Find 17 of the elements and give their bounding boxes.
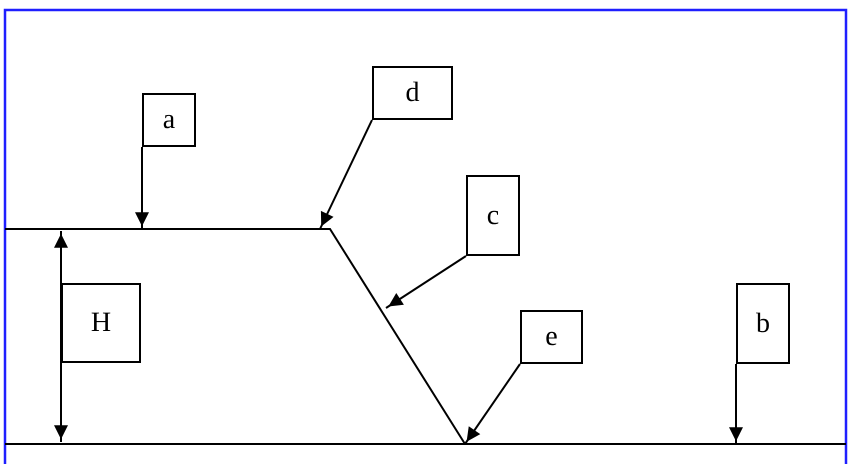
- leader-line: [464, 363, 521, 445]
- leader-line: [385, 255, 467, 309]
- label-box: [466, 175, 520, 256]
- callout-letter: d: [406, 79, 420, 107]
- leader-line: [319, 120, 373, 230]
- callout-letter: c: [486, 202, 500, 230]
- callout-letter: a: [162, 106, 176, 134]
- leader-line: [135, 147, 149, 229]
- label-box: [142, 93, 196, 147]
- callout-letter: b: [756, 310, 770, 338]
- callout-letter: H: [90, 309, 112, 337]
- leader-line: [729, 364, 743, 444]
- label-box: [736, 283, 790, 364]
- label-box: [61, 283, 141, 363]
- label-box: [372, 66, 453, 120]
- label-box: [520, 310, 583, 364]
- callout-letter: e: [545, 323, 558, 351]
